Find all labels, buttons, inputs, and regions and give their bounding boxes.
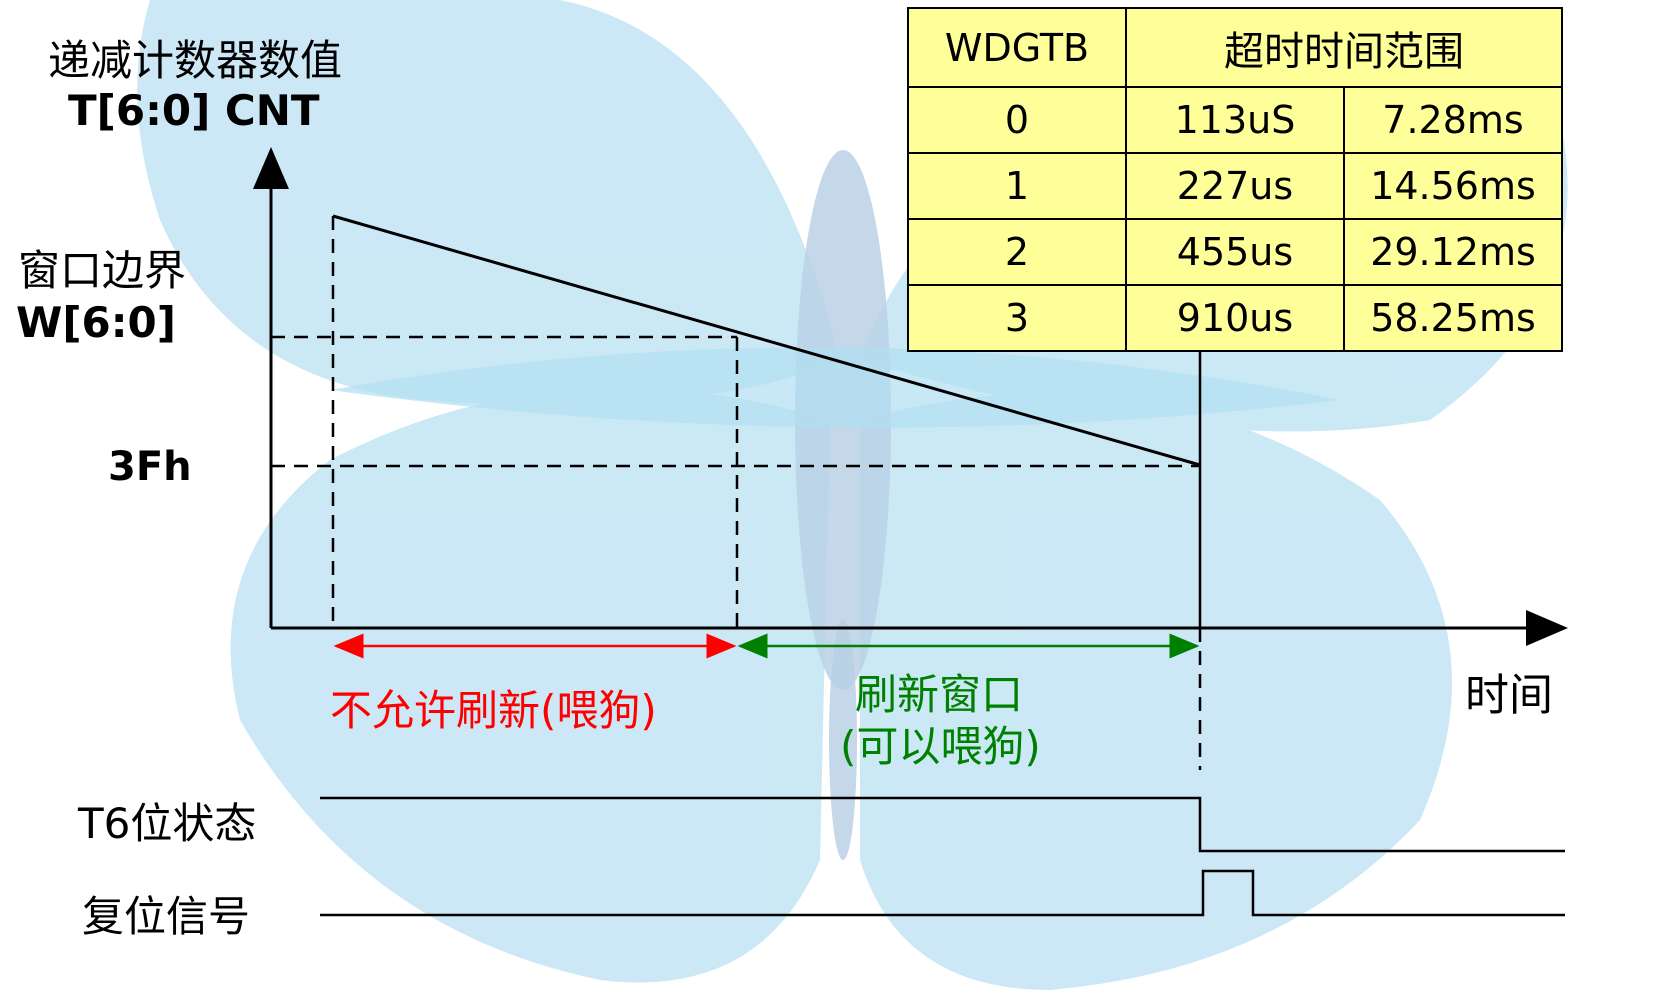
table-row: 1 227us 14.56ms xyxy=(907,152,1563,220)
table-cell-max: 58.25ms xyxy=(1343,284,1563,352)
threshold-3fh-label: 3Fh xyxy=(108,444,192,490)
table-header-row: WDGTB 超时时间范围 xyxy=(907,7,1563,88)
t6-signal-label: T6位状态 xyxy=(78,799,257,848)
table-cell-max: 7.28ms xyxy=(1343,86,1563,154)
table-cell-max: 14.56ms xyxy=(1343,152,1563,220)
y-axis-title-cn: 递减计数器数值 xyxy=(48,36,343,85)
wdgtb-timeout-table: WDGTB 超时时间范围 0 113uS 7.28ms 1 227us 14.5… xyxy=(907,7,1563,352)
window-boundary-label-en: W[6:0] xyxy=(16,298,176,347)
x-axis-label: 时间 xyxy=(1465,670,1553,721)
counter-decrement-line xyxy=(332,214,1201,467)
table-cell-wdgtb: 0 xyxy=(907,86,1127,154)
table-header-wdgtb: WDGTB xyxy=(907,7,1127,88)
table-cell-wdgtb: 2 xyxy=(907,218,1127,286)
table-row: 2 455us 29.12ms xyxy=(907,218,1563,286)
butterfly-upper-left-wing xyxy=(137,0,841,405)
table-row: 3 910us 58.25ms xyxy=(907,284,1563,352)
refresh-window-sublabel: (可以喂狗) xyxy=(840,722,1041,771)
butterfly-center-band xyxy=(330,347,1340,428)
window-boundary-label-cn: 窗口边界 xyxy=(18,246,187,295)
table-cell-wdgtb: 1 xyxy=(907,152,1127,220)
butterfly-tail xyxy=(829,620,857,860)
forbidden-region-label: 不允许刷新(喂狗) xyxy=(330,686,657,735)
butterfly-lower-right-wing xyxy=(860,393,1452,990)
t6-waveform xyxy=(320,796,1565,853)
table-cell-max: 29.12ms xyxy=(1343,218,1563,286)
table-cell-min: 910us xyxy=(1125,284,1345,352)
refresh-window-label: 刷新窗口 xyxy=(855,670,1024,719)
y-axis-title-en: T[6:0] CNT xyxy=(68,86,320,135)
table-cell-min: 227us xyxy=(1125,152,1345,220)
table-header-timeout-range: 超时时间范围 xyxy=(1125,7,1563,88)
butterfly-lower-left-wing xyxy=(230,388,830,983)
table-cell-min: 455us xyxy=(1125,218,1345,286)
table-cell-wdgtb: 3 xyxy=(907,284,1127,352)
table-cell-min: 113uS xyxy=(1125,86,1345,154)
reset-waveform xyxy=(320,869,1565,917)
table-row: 0 113uS 7.28ms xyxy=(907,86,1563,154)
reset-signal-label: 复位信号 xyxy=(82,892,251,941)
